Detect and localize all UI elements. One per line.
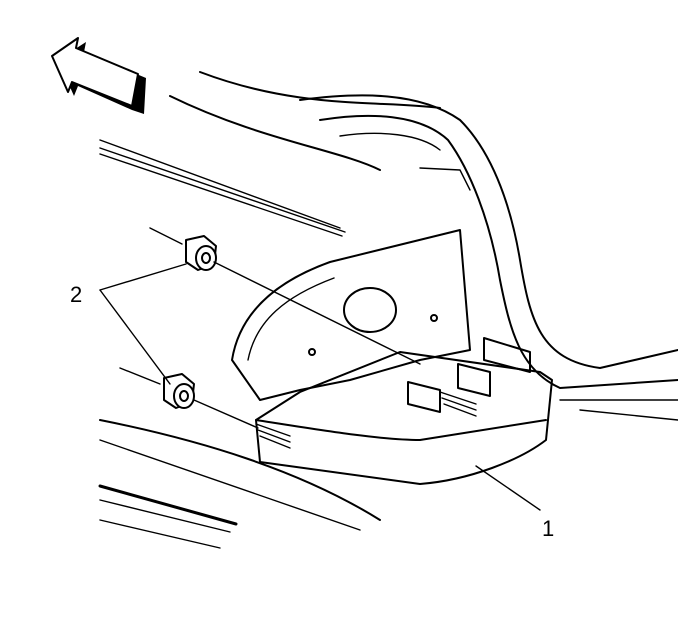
- nut-lower: [119, 367, 259, 429]
- forward-direction-arrow-icon: [51, 37, 146, 114]
- vehicle-body-lines: [98, 71, 678, 549]
- nut-upper: [149, 227, 421, 365]
- callout-1-label: 1: [542, 516, 554, 541]
- bumper-fascia-bracket: [231, 229, 553, 485]
- callout-2-label: 2: [70, 282, 82, 307]
- callout-leaders: [99, 263, 541, 511]
